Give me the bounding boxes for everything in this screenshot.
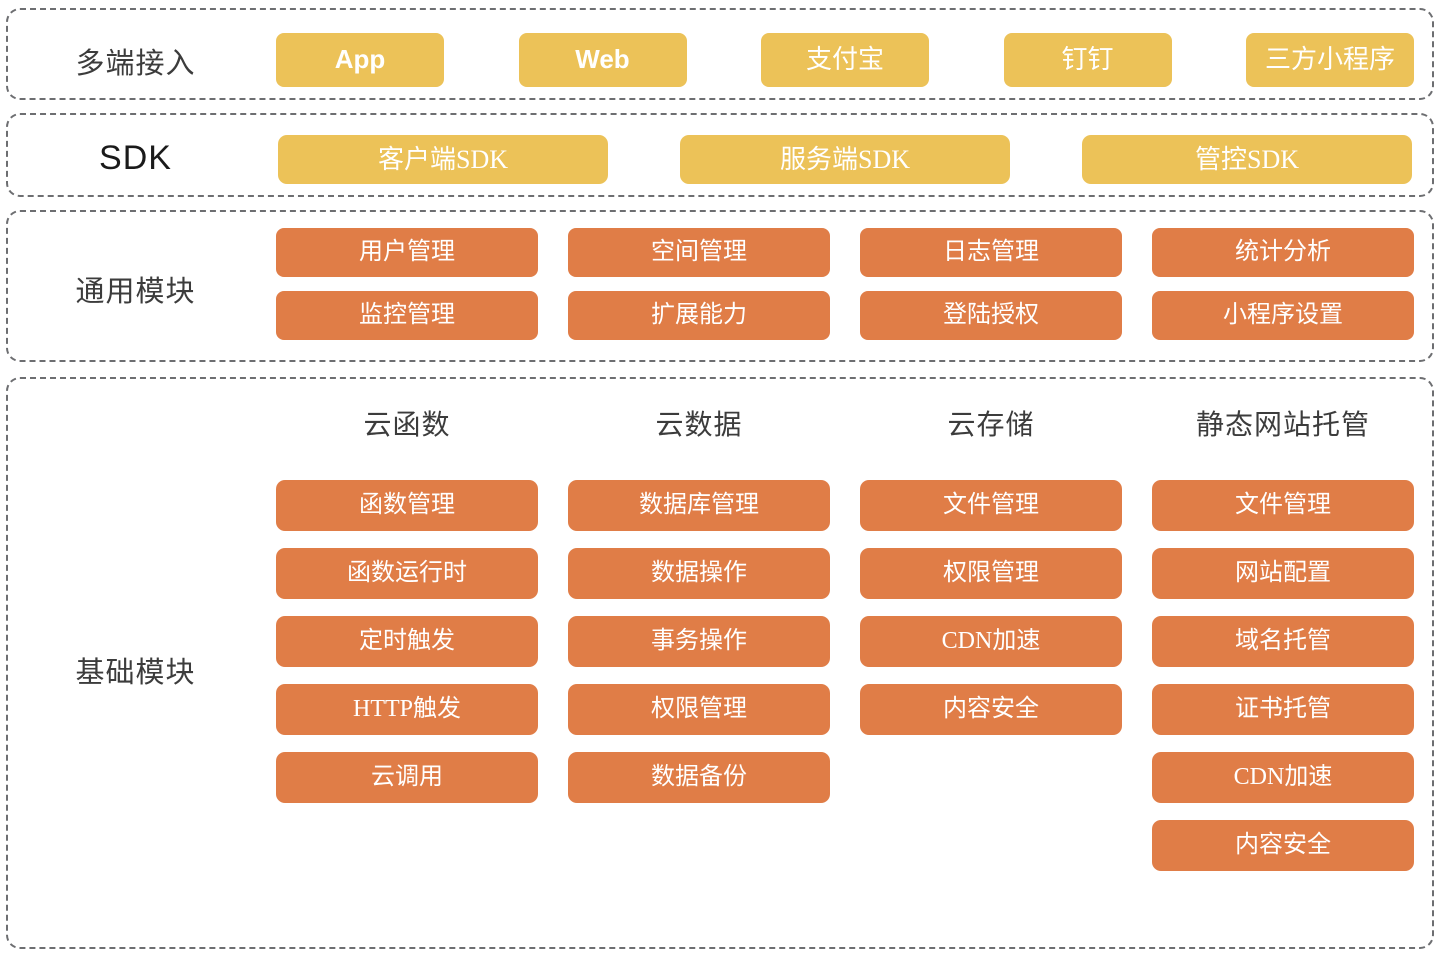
common-module-pill-4[interactable]: 统计分析 — [1152, 228, 1414, 277]
pill-label: 服务端SDK — [779, 144, 910, 174]
common-module-pill-8[interactable]: 小程序设置 — [1152, 291, 1414, 340]
common-module-pill-5[interactable]: 监控管理 — [276, 291, 538, 340]
base-modules-columns: 云函数函数管理函数运行时定时触发 HTTP触发云调用 云数据数据库管理数据操作事务操… — [276, 403, 1414, 871]
pill-label: CDN加速 — [941, 627, 1041, 654]
access-pill-2[interactable]: Web — [518, 33, 687, 87]
common-module-pill-3[interactable]: 日志管理 — [860, 228, 1122, 277]
pill-label: 钉钉 — [1061, 45, 1114, 75]
pill-label: 数据备份 — [651, 763, 747, 790]
base-module-column-4: 静态网站托管文件管理网站配置域名托管证书托管 CDN加速内容安全 — [1152, 403, 1414, 871]
base-module-pill-c2-2[interactable]: 数据操作 — [568, 548, 830, 599]
section-multi-terminal-access: 多端接入 App Web 支付宝 钉钉 三方小程序 — [6, 8, 1434, 100]
base-module-column-3: 云存储文件管理权限管理 CDN加速内容安全 — [860, 403, 1122, 735]
base-module-pill-c3-2[interactable]: 权限管理 — [860, 548, 1122, 599]
pill-label: 客户端SDK — [377, 144, 508, 174]
base-module-column-title: 云数据 — [655, 410, 743, 441]
section-sdk: SDK 客户端SDK 服务端SDK 管控SDK — [6, 113, 1434, 197]
access-pill-strip: App Web 支付宝 钉钉 三方小程序 — [276, 33, 1414, 87]
pill-label: 定时触发 — [359, 627, 455, 654]
pill-label: 日志管理 — [943, 238, 1039, 265]
base-module-pill-c4-1[interactable]: 文件管理 — [1152, 480, 1414, 531]
base-module-column-title: 静态网站托管 — [1195, 410, 1370, 441]
pill-label: 数据操作 — [651, 559, 747, 586]
section-base-modules: 基础模块 云函数函数管理函数运行时定时触发 HTTP触发云调用 云数据数据库管理数据… — [6, 377, 1434, 949]
common-module-pill-1[interactable]: 用户管理 — [276, 228, 538, 277]
pill-label: 证书托管 — [1235, 695, 1331, 722]
pill-label: 扩展能力 — [651, 301, 747, 328]
base-module-pill-c4-6[interactable]: 内容安全 — [1152, 820, 1414, 871]
pill-label: 内容安全 — [943, 695, 1039, 722]
pill-label: 支付宝 — [805, 45, 884, 75]
pill-label: 内容安全 — [1235, 831, 1331, 858]
access-pill-1[interactable]: App — [276, 33, 444, 87]
access-pill-5[interactable]: 三方小程序 — [1246, 33, 1414, 87]
section-label-sdk: SDK — [99, 139, 172, 177]
base-module-column-title: 云函数 — [363, 410, 451, 441]
pill-label: 文件管理 — [943, 491, 1039, 518]
base-module-pill-c4-2[interactable]: 网站配置 — [1152, 548, 1414, 599]
base-module-column-title: 云存储 — [947, 410, 1035, 441]
section-common-modules: 通用模块 用户管理 空间管理 日志管理 统计分析监控管理 扩展能力 登陆授权 小程序设置 — [6, 210, 1434, 362]
pill-label: 网站配置 — [1235, 559, 1331, 586]
sdk-pill-3[interactable]: 管控SDK — [1082, 135, 1412, 184]
pill-label: 云调用 — [371, 763, 443, 790]
base-module-pill-c3-3[interactable]: CDN加速 — [860, 616, 1122, 667]
pill-label: 事务操作 — [651, 627, 747, 654]
pill-label: 文件管理 — [1235, 491, 1331, 518]
pill-label: 小程序设置 — [1223, 301, 1343, 328]
pill-label: 权限管理 — [651, 695, 747, 722]
pill-label: 管控SDK — [1194, 144, 1299, 174]
pill-label: 权限管理 — [943, 559, 1039, 586]
section-label-access: 多端接入 — [75, 48, 196, 80]
sdk-pill-strip: 客户端SDK 服务端SDK 管控SDK — [278, 135, 1412, 184]
base-module-column-2: 云数据数据库管理数据操作事务操作权限管理数据备份 — [568, 403, 830, 803]
common-module-pill-2[interactable]: 空间管理 — [568, 228, 830, 277]
pill-label: 用户管理 — [359, 238, 455, 265]
sdk-pill-2[interactable]: 服务端SDK — [680, 135, 1010, 184]
common-modules-grid: 用户管理 空间管理 日志管理 统计分析监控管理 扩展能力 登陆授权 小程序设置 — [276, 228, 1414, 340]
pill-label: 函数运行时 — [347, 559, 467, 586]
sdk-pill-1[interactable]: 客户端SDK — [278, 135, 608, 184]
pill-label: 函数管理 — [359, 491, 455, 518]
base-module-pill-c1-1[interactable]: 函数管理 — [276, 480, 538, 531]
access-pill-4[interactable]: 钉钉 — [1003, 33, 1172, 87]
base-module-pill-c1-2[interactable]: 函数运行时 — [276, 548, 538, 599]
common-module-pill-6[interactable]: 扩展能力 — [568, 291, 830, 340]
base-module-pill-c3-4[interactable]: 内容安全 — [860, 684, 1122, 735]
pill-label: 登陆授权 — [943, 301, 1039, 328]
pill-label: App — [334, 44, 386, 75]
section-label-common-modules: 通用模块 — [75, 276, 196, 308]
pill-label: 监控管理 — [359, 301, 455, 328]
base-module-pill-c4-3[interactable]: 域名托管 — [1152, 616, 1414, 667]
pill-label: CDN加速 — [1233, 763, 1333, 790]
base-module-pill-c2-4[interactable]: 权限管理 — [568, 684, 830, 735]
pill-label: 三方小程序 — [1264, 45, 1395, 75]
base-module-pill-c4-4[interactable]: 证书托管 — [1152, 684, 1414, 735]
section-label-base-modules: 基础模块 — [75, 657, 196, 689]
base-module-pill-c1-3[interactable]: 定时触发 — [276, 616, 538, 667]
pill-label: 数据库管理 — [639, 491, 759, 518]
pill-label: 域名托管 — [1235, 627, 1331, 654]
base-module-column-1: 云函数函数管理函数运行时定时触发 HTTP触发云调用 — [276, 403, 538, 803]
pill-label: 统计分析 — [1235, 238, 1331, 265]
base-module-pill-c1-5[interactable]: 云调用 — [276, 752, 538, 803]
access-pill-3[interactable]: 支付宝 — [761, 33, 929, 87]
base-module-pill-c2-3[interactable]: 事务操作 — [568, 616, 830, 667]
pill-label: Web — [575, 44, 630, 75]
base-module-pill-c3-1[interactable]: 文件管理 — [860, 480, 1122, 531]
base-module-pill-c1-4[interactable]: HTTP触发 — [276, 684, 538, 735]
base-module-pill-c4-5[interactable]: CDN加速 — [1152, 752, 1414, 803]
base-module-pill-c2-5[interactable]: 数据备份 — [568, 752, 830, 803]
common-module-pill-7[interactable]: 登陆授权 — [860, 291, 1122, 340]
pill-label: 空间管理 — [651, 238, 747, 265]
base-module-pill-c2-1[interactable]: 数据库管理 — [568, 480, 830, 531]
pill-label: HTTP触发 — [353, 695, 461, 722]
